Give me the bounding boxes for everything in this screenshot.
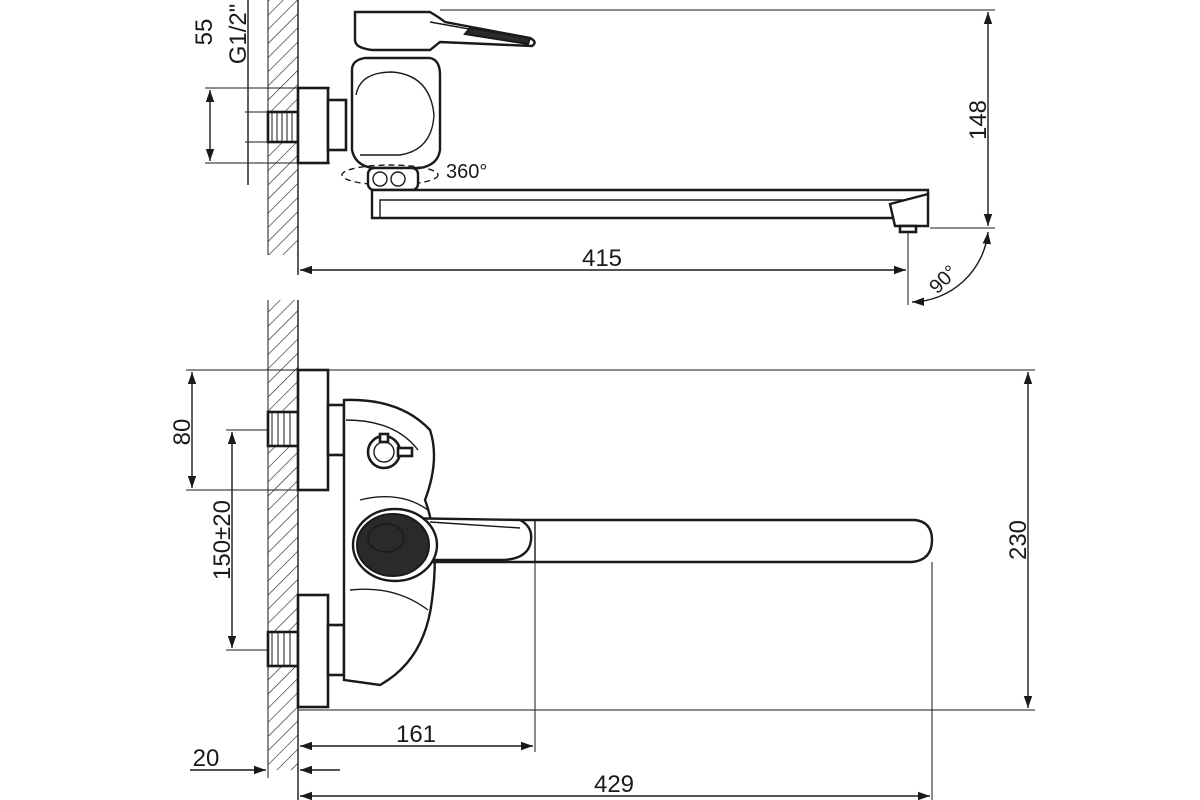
thread-connector-top: [266, 110, 300, 144]
dim-230: 230: [1005, 520, 1032, 560]
dim-148: 148: [965, 100, 992, 140]
escutcheon-lower: [296, 593, 330, 709]
dim-20: 20: [193, 745, 220, 772]
escutcheon-top: [296, 86, 330, 165]
dim-55: 55: [191, 19, 218, 46]
dim-415: 415: [582, 245, 622, 272]
dim-150: 150±20: [209, 500, 236, 580]
faucet-body-side: [350, 56, 442, 170]
thread-connector-upper: [266, 410, 300, 448]
dim-360: 360°: [446, 161, 487, 183]
dim-161: 161: [396, 721, 436, 748]
side-view: 55 G1/2" 360° 148 415 90°: [191, 0, 995, 306]
dim-80: 80: [169, 419, 196, 446]
front-view: 80 150±20 230 161 20 429: [169, 300, 1035, 800]
swivel-ring: [366, 166, 420, 192]
aerator-side: [888, 192, 930, 228]
dim-90: 90°: [925, 261, 962, 298]
eccentric-nut-top: [326, 98, 348, 152]
spout-front: [423, 518, 934, 564]
thread-connector-lower: [266, 630, 300, 668]
diverter-knob: [366, 432, 414, 470]
dim-429: 429: [594, 771, 634, 798]
dim-thread: G1/2": [225, 4, 252, 65]
lever-handle-side: [353, 10, 536, 52]
escutcheon-upper: [296, 368, 330, 492]
wall-hatch-bottom: [268, 300, 298, 770]
spout-side: [370, 188, 930, 220]
